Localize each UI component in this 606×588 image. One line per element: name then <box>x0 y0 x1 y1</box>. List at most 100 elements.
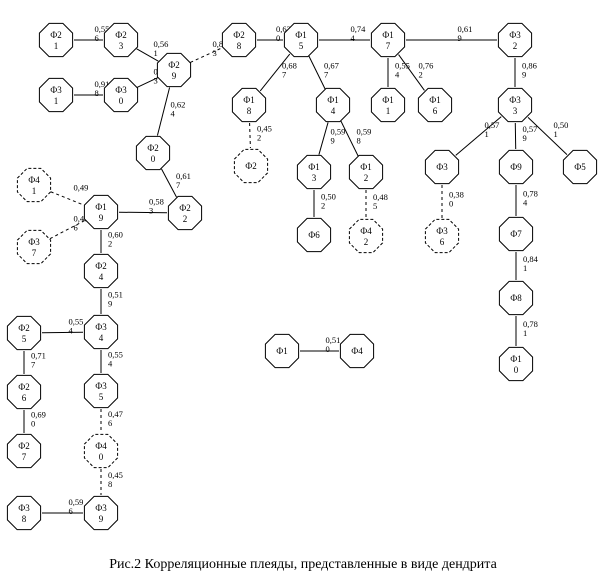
edge-label-f1_3-f6: 0,502 <box>321 192 336 211</box>
node-shape <box>498 346 534 382</box>
edge-label-f2_9-f2_0: 0,624 <box>171 100 186 119</box>
edge-weight: 0,71 <box>31 351 46 361</box>
edge-label-f9-f7: 0,784 <box>523 189 538 208</box>
edge-weight-digit: 0 <box>31 419 35 429</box>
edge-weight: 0,76 <box>419 61 434 71</box>
node-f1_3: Ф13 <box>296 154 332 190</box>
node-index-label: 1 <box>386 106 391 116</box>
edge-weight: 0,82 <box>213 39 228 49</box>
node-index-label: 3 <box>119 41 124 51</box>
node-f3_7: Ф37 <box>16 229 52 265</box>
node-index-label: 8 <box>237 41 242 51</box>
edge-label-f8-f1_0: 0,781 <box>523 319 538 338</box>
node-index-label: 6 <box>433 106 438 116</box>
edge-label-f2_8-f1_5: 0,620 <box>276 24 291 43</box>
node-factor-label: Ф3 <box>436 226 448 236</box>
node-shape <box>83 253 119 289</box>
edge-weight-digit: 9 <box>331 136 335 146</box>
node-f3_9: Ф39 <box>83 495 119 531</box>
node-index-label: 1 <box>32 186 37 196</box>
edge-f1_9-f2_2 <box>118 211 168 214</box>
edge-weight: 0,55 <box>108 350 123 360</box>
node-shape <box>83 194 119 230</box>
node-factor-label: Ф4 <box>28 175 40 185</box>
node-f2_4: Ф24 <box>83 253 119 289</box>
edge-f1_4-f1_2 <box>340 120 359 157</box>
node-shape <box>16 167 52 203</box>
node-f2_8: Ф28 <box>221 22 257 58</box>
edge-weight: 0,61 <box>458 24 473 34</box>
edge-label-f3_7-f1_9: 0,406 <box>74 214 89 233</box>
node-f3_5: Ф35 <box>83 373 119 409</box>
node-factor-label: Ф1 <box>510 354 522 364</box>
node-factor-label: Ф4 <box>95 441 107 451</box>
node-index-label: 3 <box>513 106 518 116</box>
node-f3_0: Ф30 <box>103 77 139 113</box>
node-f2_5: Ф25 <box>6 315 42 351</box>
edge-weight: 0,56 <box>154 39 169 49</box>
edge-label-f1_8-f2: 0,452 <box>257 124 272 143</box>
node-factor-label: Ф2 <box>18 382 30 392</box>
node-shape <box>38 22 74 58</box>
edge-weight: 0,61 <box>176 171 191 181</box>
node-index-label: 0 <box>119 96 124 106</box>
edge-label-f1-f4: 0,510 <box>326 335 341 354</box>
edge-weight: 0,51 <box>108 290 123 300</box>
node-index-label: 9 <box>99 514 104 524</box>
node-f2: Ф2 <box>233 148 269 184</box>
edge-weight-digit: 3 <box>154 76 158 86</box>
edge-weight: 0,55 <box>95 24 110 34</box>
node-shape <box>424 149 460 185</box>
edge-f3_3-f5 <box>527 117 568 155</box>
node-index-label: 2 <box>183 214 188 224</box>
edge-weight: 0,60 <box>108 230 123 240</box>
edge-weight: 0,57 <box>523 124 538 134</box>
node-factor-label: Ф2 <box>179 203 191 213</box>
edge-weight-digit: 0 <box>326 344 330 354</box>
edge-label-f1_9-f2_4: 0,602 <box>108 230 123 249</box>
edge-label-f3_3-f3: 0,571 <box>485 120 500 139</box>
node-f1_4: Ф14 <box>315 87 351 123</box>
node-shape <box>348 154 384 190</box>
edge-label-f3_2-f3_3: 0,869 <box>522 61 537 80</box>
edge-weight: 0,91 <box>95 79 110 89</box>
node-shape <box>264 333 300 369</box>
nodes-layer: Ф21Ф23Ф29Ф31Ф30Ф20Ф28Ф15Ф17Ф32Ф18Ф14Ф11Ф… <box>6 22 598 531</box>
node-shape <box>283 22 319 58</box>
node-shape <box>296 154 332 190</box>
node-index-label: 5 <box>22 334 27 344</box>
edge-weight-digit: 3 <box>149 206 153 216</box>
node-shape <box>417 87 453 123</box>
node-index-label: 8 <box>247 106 252 116</box>
edge-weight-digit: 4 <box>395 70 400 80</box>
edge-weight-digit: 2 <box>108 239 112 249</box>
edge-weight: 0,67 <box>324 61 339 71</box>
edges-layer <box>23 39 568 514</box>
edge-weight-digit: 4 <box>69 326 74 336</box>
edge-label-f1_7-f1_6: 0,762 <box>419 61 434 80</box>
node-f2_7: Ф27 <box>6 433 42 469</box>
edge-weight-digit: 1 <box>154 48 158 58</box>
node-shape <box>370 87 406 123</box>
edge-label-f1_7-f1_1: 0,554 <box>395 61 410 80</box>
edge-weight-digit: 2 <box>419 70 423 80</box>
edge-f1_4-f1_3 <box>318 122 329 155</box>
edge-label-f2_6-f2_7: 0,690 <box>31 410 46 429</box>
edge-weight-digit: 4 <box>108 359 113 369</box>
node-shape <box>231 87 267 123</box>
node-factor-label: Ф2 <box>18 441 30 451</box>
node-f1_9: Ф19 <box>83 194 119 230</box>
edge-f2_9-f2_0 <box>156 87 171 136</box>
node-f8: Ф8 <box>498 280 534 316</box>
edge-f3_0-f2_9 <box>137 77 158 88</box>
edge-weight-digit: 6 <box>69 506 73 516</box>
edge-weight-digit: 9 <box>523 133 527 143</box>
edge-label-f1_5-f1_8: 0,687 <box>282 61 297 80</box>
node-index-label: 5 <box>99 392 104 402</box>
node-factor-label: Ф4 <box>351 346 363 356</box>
node-index-label: 7 <box>32 248 37 258</box>
node-shape <box>498 280 534 316</box>
node-shape <box>424 218 460 254</box>
node-factor-label: Ф3 <box>115 85 127 95</box>
node-shape <box>498 216 534 252</box>
